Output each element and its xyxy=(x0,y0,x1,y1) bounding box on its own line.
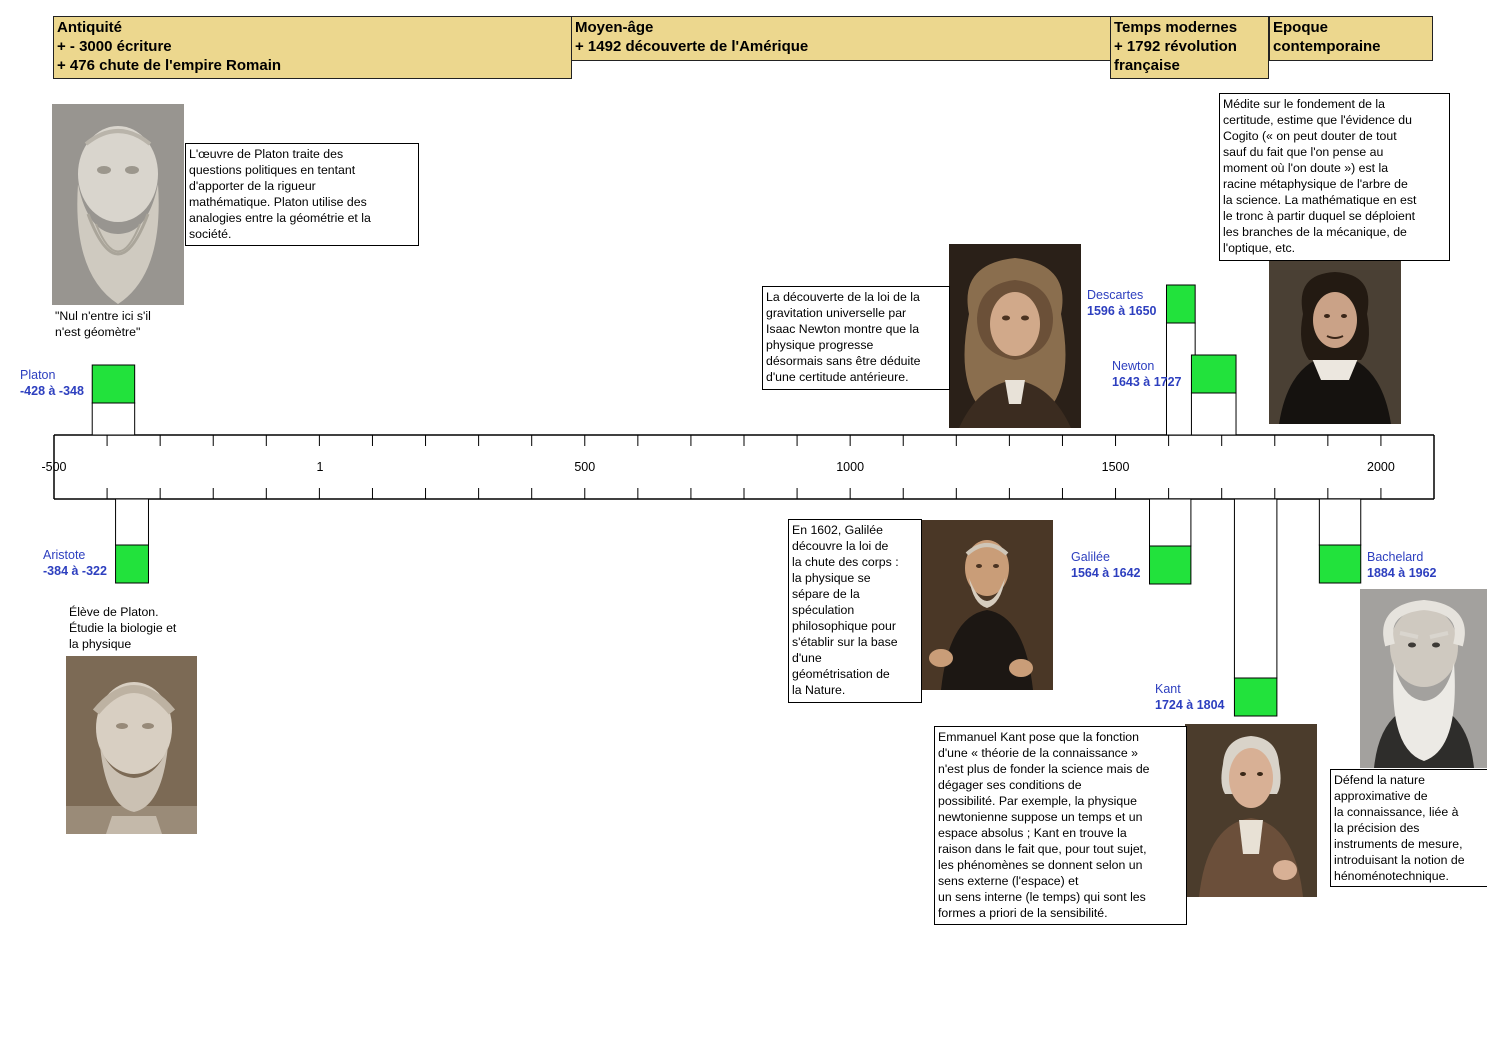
era-event: contemporaine xyxy=(1273,38,1381,55)
era-epoque-contemporaine: Epoque contemporaine xyxy=(1269,16,1433,61)
philosopher-dates: -428 à -348 xyxy=(20,384,84,398)
galilee-note: En 1602, Galilée découvre la loi de la c… xyxy=(788,519,922,703)
era-title: Antiquité xyxy=(57,19,122,36)
life-stem xyxy=(115,498,149,546)
philosopher-dates: 1884 à 1962 xyxy=(1367,566,1437,580)
axis-tick-label: 2000 xyxy=(1367,460,1395,474)
philosopher-name: Aristote xyxy=(43,548,86,562)
kant-portrait xyxy=(1185,724,1317,897)
philosopher-name: Newton xyxy=(1112,359,1155,373)
descartes-portrait xyxy=(1269,260,1401,424)
life-bar xyxy=(1190,354,1237,394)
label-bachelard: Bachelard 1884 à 1962 xyxy=(1367,549,1437,581)
era-event: + - 3000 écriture xyxy=(57,38,172,55)
axis-tick-label: 500 xyxy=(574,460,595,474)
axis-tick-label: 1500 xyxy=(1102,460,1130,474)
label-kant: Kant 1724 à 1804 xyxy=(1155,681,1225,713)
philosopher-dates: 1643 à 1727 xyxy=(1112,375,1182,389)
aristote-note: Élève de Platon. Étudie la biologie et l… xyxy=(69,605,177,651)
aristote-portrait xyxy=(66,656,197,834)
philosopher-name: Platon xyxy=(20,368,56,382)
newton-portrait xyxy=(949,244,1081,428)
label-aristote: Aristote -384 à -322 xyxy=(43,547,107,579)
bachelard-portrait xyxy=(1360,589,1487,768)
era-title: Temps modernes xyxy=(1114,19,1238,36)
descartes-note: Médite sur le fondement de la certitude,… xyxy=(1219,93,1450,261)
life-bar xyxy=(1165,284,1196,324)
philosopher-dates: 1596 à 1650 xyxy=(1087,304,1157,318)
life-bar xyxy=(1233,677,1278,717)
era-temps-modernes: Temps modernes + 1792 révolution françai… xyxy=(1110,16,1269,79)
life-bar xyxy=(91,364,136,404)
era-event: française xyxy=(1114,57,1180,74)
life-stem xyxy=(1149,498,1192,547)
label-newton: Newton 1643 à 1727 xyxy=(1112,358,1182,390)
philosopher-name: Kant xyxy=(1155,682,1181,696)
era-event: + 1792 révolution xyxy=(1114,38,1237,55)
philosopher-name: Galilée xyxy=(1071,550,1110,564)
platon-note: L'œuvre de Platon traite des questions p… xyxy=(185,143,419,246)
philosopher-name: Bachelard xyxy=(1367,550,1424,564)
axis-tick-label: -500 xyxy=(41,460,66,474)
axis-tick-label: 1000 xyxy=(836,460,864,474)
philosopher-dates: 1564 à 1642 xyxy=(1071,566,1141,580)
newton-note: La découverte de la loi de la gravitatio… xyxy=(762,286,950,390)
life-stem xyxy=(1165,322,1196,436)
era-event: + 1492 découverte de l'Amérique xyxy=(575,38,809,55)
label-descartes: Descartes 1596 à 1650 xyxy=(1087,287,1157,319)
label-platon: Platon -428 à -348 xyxy=(20,367,84,399)
philosopher-name: Descartes xyxy=(1087,288,1144,302)
era-title: Moyen-âge xyxy=(575,19,654,36)
kant-note: Emmanuel Kant pose que la fonction d'une… xyxy=(934,726,1187,925)
axis-tick-label: 1 xyxy=(316,460,323,474)
platon-portrait xyxy=(52,104,184,305)
life-stem xyxy=(91,402,136,436)
label-galilee: Galilée 1564 à 1642 xyxy=(1071,549,1141,581)
life-stem xyxy=(1190,392,1237,436)
era-title: Epoque xyxy=(1273,19,1328,36)
life-stem xyxy=(1318,498,1362,546)
life-bar xyxy=(1318,544,1362,584)
life-bar xyxy=(115,544,149,584)
era-event: + 476 chute de l'empire Romain xyxy=(57,57,282,74)
galilee-portrait xyxy=(921,520,1053,690)
life-bar xyxy=(1149,545,1192,585)
life-stem xyxy=(1233,498,1278,679)
bachelard-note: Défend la nature approximative de la con… xyxy=(1330,769,1487,887)
platon-quote: "Nul n'entre ici s'il n'est géomètre" xyxy=(55,309,151,339)
philosopher-dates: -384 à -322 xyxy=(43,564,107,578)
era-antiquite: Antiquité + - 3000 écriture + 476 chute … xyxy=(53,16,572,79)
era-moyen-age: Moyen-âge + 1492 découverte de l'Amériqu… xyxy=(571,16,1111,61)
philosopher-dates: 1724 à 1804 xyxy=(1155,698,1225,712)
